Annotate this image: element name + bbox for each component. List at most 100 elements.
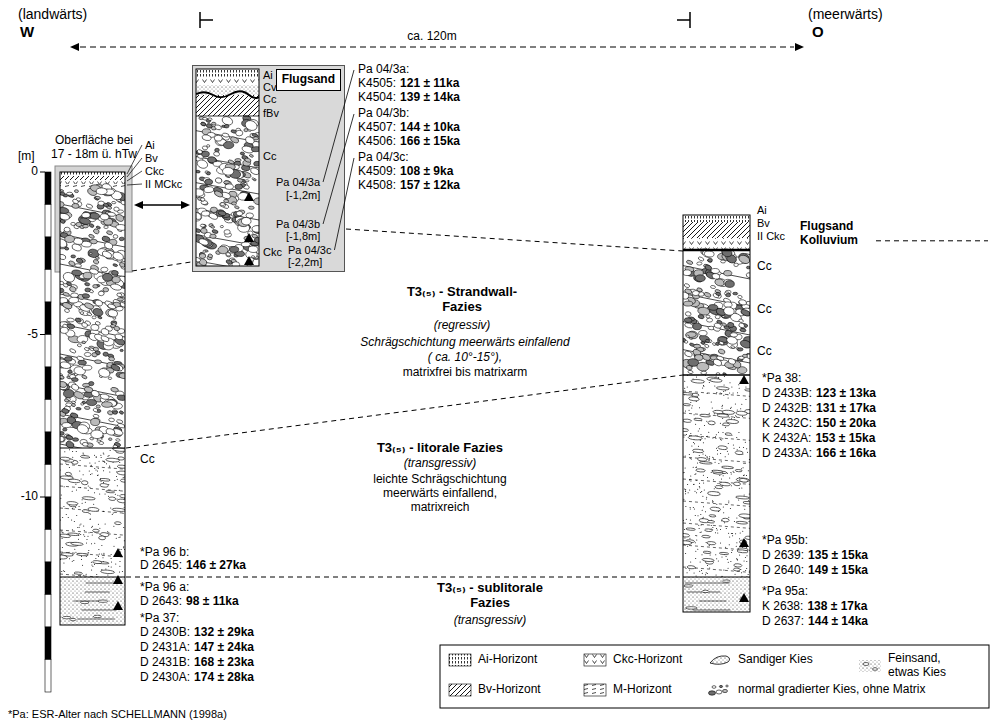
- sand-dot: [715, 532, 716, 533]
- sand-dot: [717, 532, 718, 533]
- sand-dot: [735, 415, 736, 416]
- pebble: [108, 309, 119, 318]
- sand-dot: [749, 521, 750, 522]
- sand-dot: [723, 395, 724, 396]
- sand-dot: [694, 443, 695, 444]
- sand-dot: [103, 554, 104, 555]
- pebble: [76, 423, 90, 435]
- pebble: [100, 478, 110, 481]
- pebble: [67, 193, 74, 198]
- sand-dot: [697, 463, 698, 464]
- sand-dot: [696, 492, 697, 493]
- sand-dot: [695, 542, 696, 543]
- sand-dot: [685, 467, 686, 468]
- pebble: [721, 466, 733, 469]
- sand-dot: [68, 517, 69, 518]
- pebble: [715, 315, 720, 319]
- pebble: [114, 207, 120, 212]
- pebble: [244, 157, 251, 163]
- pebble: [74, 190, 78, 193]
- sand-dot: [82, 565, 83, 566]
- sand-dot: [119, 566, 120, 567]
- pebble: [712, 273, 721, 280]
- sand-dot: [726, 556, 727, 557]
- drawing-mark: [60, 448, 125, 577]
- drawing-mark: [685, 583, 730, 584]
- pebble: [723, 580, 731, 582]
- sand-dot: [736, 546, 737, 547]
- pebble: [245, 180, 249, 182]
- sand-dot: [685, 491, 686, 492]
- sand-dot: [96, 457, 97, 458]
- sand-dot: [720, 529, 721, 530]
- sand-dot: [90, 518, 91, 519]
- distance-arrow: [70, 12, 804, 51]
- sand-dot: [721, 556, 722, 557]
- sand-dot: [716, 434, 717, 435]
- sand-dot: [731, 552, 732, 553]
- horizon-label: Ckc: [263, 246, 282, 259]
- pebble: [82, 510, 89, 513]
- legend-item: Ai-Horizont: [448, 653, 537, 667]
- sand-dot: [76, 489, 77, 490]
- sand-dot: [723, 391, 724, 392]
- pebble: [708, 421, 716, 425]
- pebble: [707, 259, 712, 263]
- sand-dot: [731, 418, 732, 419]
- pebble: [694, 344, 701, 348]
- sand-dot: [730, 408, 731, 409]
- pebble: [120, 479, 125, 483]
- sand-dot: [695, 473, 696, 474]
- scale-bar: [40, 172, 51, 692]
- pebble: [69, 348, 76, 354]
- pebble: [215, 148, 220, 152]
- leader-line: [127, 171, 142, 181]
- sand-dot: [114, 480, 115, 481]
- sand-dot: [91, 527, 92, 528]
- legend-label: M-Horizont: [613, 683, 672, 697]
- sand-dot: [113, 512, 114, 513]
- pebble: [251, 146, 259, 152]
- sand-dot: [739, 538, 740, 539]
- sand-dot: [98, 556, 99, 557]
- pebble: [237, 178, 243, 182]
- drawing-mark: [60, 414, 125, 427]
- sand-dot: [101, 457, 102, 458]
- pebble: [81, 601, 90, 603]
- sand-dot: [748, 500, 749, 501]
- sand-dot: [699, 528, 700, 529]
- sand-dot: [720, 543, 721, 544]
- sand-dot: [107, 575, 108, 576]
- profile-column: [683, 215, 750, 612]
- sand-dot: [716, 392, 717, 393]
- sand-dot: [88, 536, 89, 537]
- sand-dot: [690, 402, 691, 403]
- sand-dot: [745, 442, 746, 443]
- pebble: [736, 521, 748, 524]
- annotation-label: matrixfrei bis matrixarm: [403, 366, 528, 380]
- sand-dot: [689, 569, 690, 570]
- pebble: [64, 227, 71, 232]
- sand-dot: [88, 486, 89, 487]
- sand-dot: [99, 528, 100, 529]
- pebble: [82, 293, 90, 299]
- pebble: [715, 292, 721, 296]
- sand-dot: [101, 569, 102, 570]
- pebble: [694, 418, 703, 421]
- pebble: [100, 393, 110, 400]
- pebble: [68, 260, 76, 267]
- pebble: [100, 328, 109, 336]
- horizon-label: Flugsand: [282, 73, 335, 87]
- sand-dot: [691, 458, 692, 459]
- sand-dot: [101, 554, 102, 555]
- pebble: [63, 292, 70, 297]
- pebble: [702, 590, 709, 592]
- annotation-label: D 2431B:: [140, 656, 190, 670]
- sand-dot: [707, 573, 708, 574]
- sand-dot: [684, 381, 685, 382]
- pebble: [196, 170, 200, 173]
- pebble: [722, 315, 725, 317]
- sand-dot: [105, 494, 106, 495]
- pebble: [703, 292, 711, 299]
- pebble: [252, 226, 259, 233]
